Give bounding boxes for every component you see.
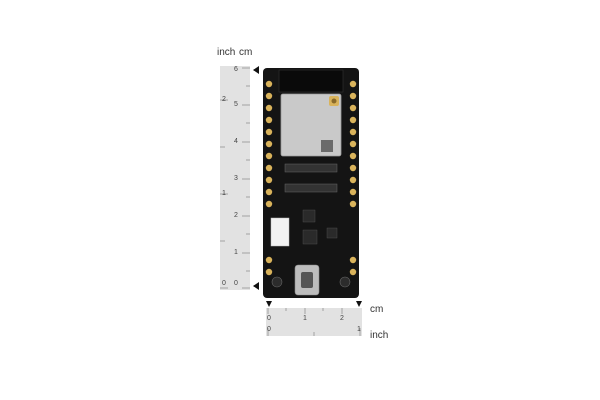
h-inch-tick-0: 0: [267, 326, 271, 333]
h-cm-tick-1: 1: [303, 315, 307, 322]
v-inch-tick-1: 1: [222, 190, 226, 197]
v-inch-tick-2: 2: [222, 96, 226, 103]
v-cm-tick-4: 4: [234, 138, 238, 145]
h-cm-tick-0: 0: [267, 315, 271, 322]
horizontal-ruler-ticks: [267, 308, 361, 336]
horizontal-ruler: 0 1 2 0 1: [266, 308, 362, 336]
v-cm-tick-1: 1: [234, 249, 238, 256]
vertical-ruler-ticks: [220, 67, 250, 289]
vertical-arrow-markers: [253, 66, 259, 290]
vertical-cm-label: cm: [239, 47, 253, 58]
v-inch-tick-0: 0: [222, 280, 226, 287]
horizontal-inch-label: inch: [370, 330, 389, 341]
v-cm-tick-0: 0: [234, 280, 238, 287]
v-cm-tick-6: 6: [234, 66, 238, 73]
h-cm-tick-2: 2: [340, 315, 344, 322]
vertical-inch-label: inch: [217, 47, 236, 58]
v-cm-tick-2: 2: [234, 212, 238, 219]
v-cm-tick-3: 3: [234, 175, 238, 182]
vertical-ruler: 6 5 4 3 2 1 0 2 1 0: [220, 66, 250, 290]
horizontal-arrow-markers: [266, 301, 362, 307]
horizontal-cm-label: cm: [370, 304, 384, 315]
h-inch-tick-1: 1: [357, 326, 361, 333]
v-cm-tick-5: 5: [234, 101, 238, 108]
esp32-board-image: [263, 68, 359, 298]
